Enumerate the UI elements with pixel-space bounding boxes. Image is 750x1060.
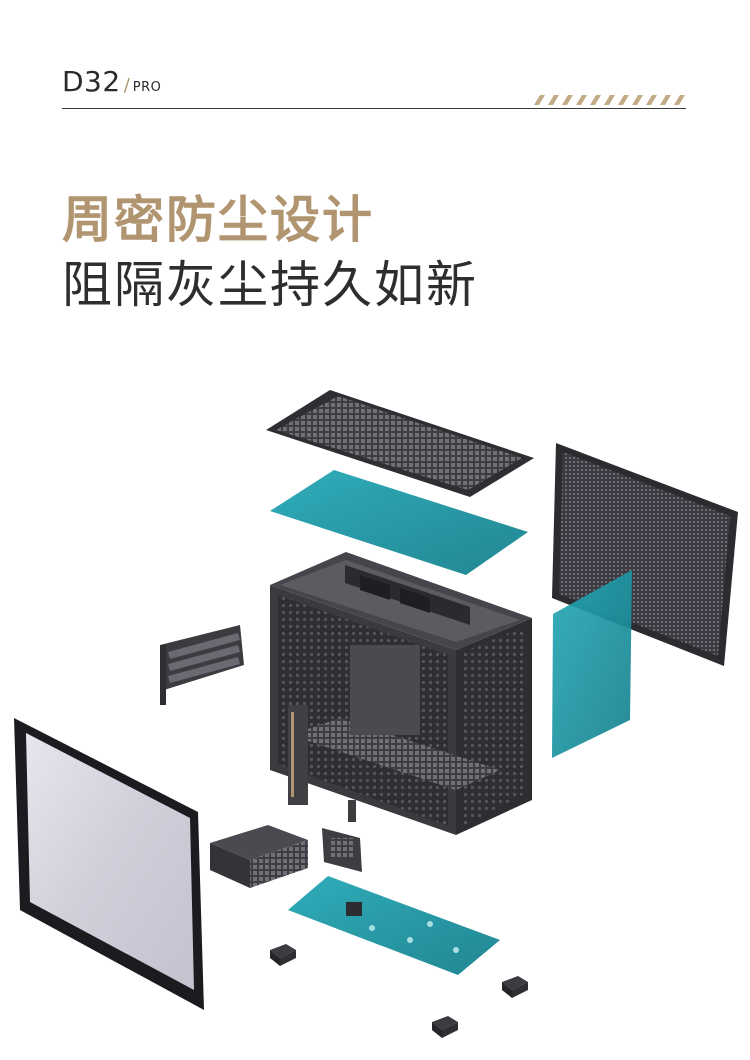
brand-logo: D32 / PRO	[62, 68, 161, 96]
psu-bracket	[322, 800, 362, 872]
model-slash: /	[123, 75, 130, 96]
decorative-stripes	[534, 95, 685, 105]
header-divider	[62, 108, 686, 109]
expansion-slot-bracket	[160, 625, 244, 705]
drive-cage	[210, 825, 308, 888]
bottom-dust-filter	[288, 876, 500, 975]
tempered-glass-panel	[14, 718, 204, 1010]
side-dust-filter	[552, 570, 632, 758]
headline: 周密防尘设计	[62, 191, 374, 249]
header: D32 / PRO	[0, 0, 750, 120]
subline: 阻隔灰尘持久如新	[62, 256, 478, 314]
case-feet	[270, 944, 528, 1038]
model-suffix: PRO	[132, 80, 162, 95]
model-name: D32	[62, 65, 121, 98]
top-dust-filter	[270, 470, 528, 575]
top-mesh-panel	[266, 390, 534, 497]
chassis-frame	[270, 552, 532, 835]
exploded-case-illustration	[14, 390, 738, 1038]
